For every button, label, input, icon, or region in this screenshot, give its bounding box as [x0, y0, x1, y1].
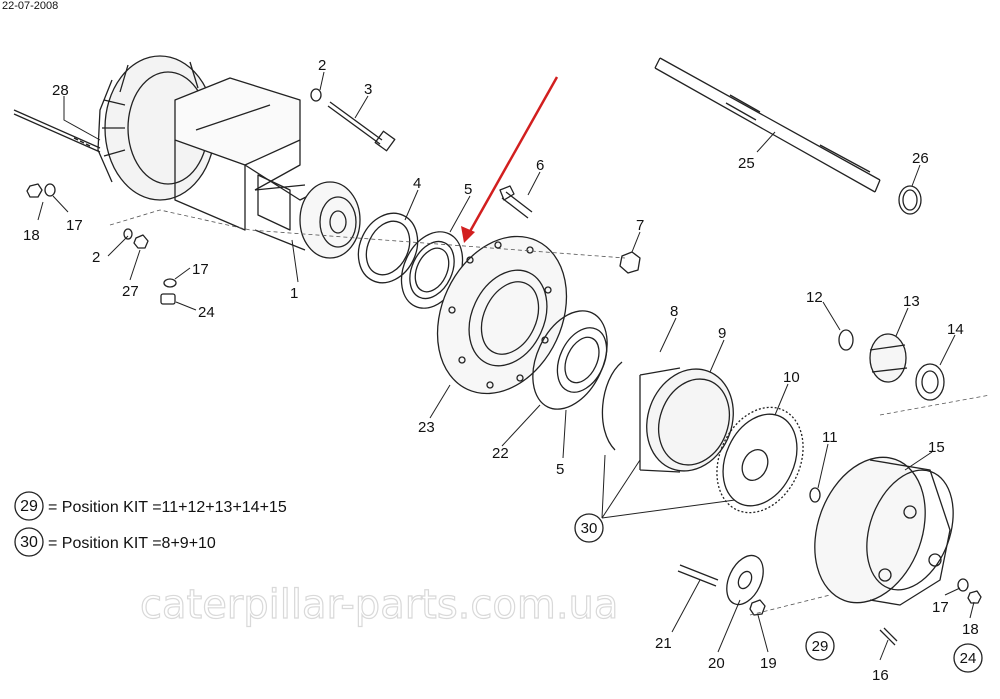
callout-6: 6: [536, 157, 544, 174]
callout-24-lower: 24: [198, 304, 215, 321]
callout-12: 12: [806, 289, 823, 306]
ring-part-17-right[interactable]: [957, 578, 969, 592]
legend-kit-29-number: 29: [20, 498, 38, 515]
ring-part-17-left[interactable]: [44, 183, 56, 197]
gear-part-10[interactable]: [701, 393, 820, 527]
ring-part-17-lower[interactable]: [163, 278, 177, 288]
ring-gear-part-9[interactable]: [633, 357, 748, 483]
callout-1: 1: [290, 285, 298, 302]
screw-part-16[interactable]: [879, 627, 898, 646]
callout-7: 7: [636, 217, 644, 234]
ring-part-12[interactable]: [838, 329, 854, 351]
hub-flange-part-23[interactable]: [413, 215, 591, 414]
callout-9: 9: [718, 325, 726, 342]
callout-29: 29: [812, 638, 829, 655]
callout-16: 16: [872, 667, 889, 684]
callout-5-top: 5: [464, 181, 472, 198]
plate-part-20[interactable]: [720, 550, 771, 611]
callout-30: 30: [581, 520, 598, 537]
plug-part-18-left[interactable]: [26, 183, 43, 198]
kit-legend: 29 = Position KIT =11+12+13+14+15 30 = P…: [14, 491, 287, 557]
callout-28: 28: [52, 82, 69, 99]
callout-10: 10: [783, 369, 800, 386]
callout-11: 11: [822, 429, 838, 446]
axle-housing-part-1[interactable]: [97, 55, 361, 259]
watermark: caterpillar-parts.com.ua: [140, 582, 618, 628]
washer-part-2-left[interactable]: [123, 228, 133, 240]
planet-carrier-part-15[interactable]: [795, 442, 968, 619]
nut-part-7[interactable]: [619, 251, 641, 274]
callout-14: 14: [947, 321, 964, 338]
callout-4: 4: [413, 175, 421, 192]
callout-13: 13: [903, 293, 920, 310]
nut-part-27[interactable]: [133, 234, 149, 249]
circled-callouts: 30 29 24: [574, 513, 983, 673]
plug-part-24[interactable]: [160, 293, 176, 305]
callout-20: 20: [708, 655, 725, 672]
callout-23: 23: [418, 419, 435, 436]
bolt-part-3[interactable]: [327, 101, 396, 152]
callout-19: 19: [760, 655, 777, 672]
callout-5-lower: 5: [556, 461, 564, 478]
callout-22: 22: [492, 445, 509, 462]
seal-ring-part-4[interactable]: [347, 204, 428, 293]
washer-part-2[interactable]: [310, 88, 322, 102]
nut-part-19[interactable]: [749, 599, 766, 616]
callout-18-left: 18: [23, 227, 40, 244]
red-indicator-arrow: [461, 76, 559, 243]
callout-18-right: 18: [962, 621, 979, 638]
callout-17-lower: 17: [192, 261, 209, 278]
ring-part-11[interactable]: [809, 487, 821, 503]
callouts: 28 2 3 4 5 6 7 8 9 10 11 12 13 14 15 16 …: [23, 57, 979, 684]
snap-ring-part-8[interactable]: [601, 361, 623, 451]
callout-27: 27: [122, 283, 139, 300]
callout-17-right: 17: [932, 599, 949, 616]
callout-15: 15: [928, 439, 945, 456]
callout-24-right: 24: [960, 650, 977, 667]
gear-part-13[interactable]: [869, 333, 908, 383]
callout-2-top: 2: [318, 57, 326, 74]
legend-kit-30-number: 30: [20, 534, 38, 551]
callout-25: 25: [738, 155, 755, 172]
callout-2-left: 2: [92, 249, 100, 266]
callout-17-left: 17: [66, 217, 83, 234]
callout-8: 8: [670, 303, 678, 320]
assembly-lines: [109, 209, 991, 616]
legend-kit-30-text: = Position KIT =8+9+10: [48, 535, 216, 552]
screw-part-6[interactable]: [499, 185, 533, 219]
callout-26: 26: [912, 150, 929, 167]
stud-part-21[interactable]: [677, 564, 719, 587]
leader-lines: [37, 71, 975, 661]
callout-3: 3: [364, 81, 372, 98]
shaft-part-25[interactable]: [654, 57, 881, 193]
bearing-part-5-lower[interactable]: [548, 320, 617, 400]
date-stamp: 22-07-2008: [2, 0, 59, 12]
legend-kit-29-text: = Position KIT =11+12+13+14+15: [48, 499, 287, 516]
callout-21: 21: [655, 635, 672, 652]
bearing-part-14[interactable]: [915, 363, 945, 401]
stud-part-28[interactable]: [13, 109, 101, 153]
plug-part-18-right[interactable]: [967, 590, 982, 604]
ring-part-26[interactable]: [898, 185, 922, 215]
